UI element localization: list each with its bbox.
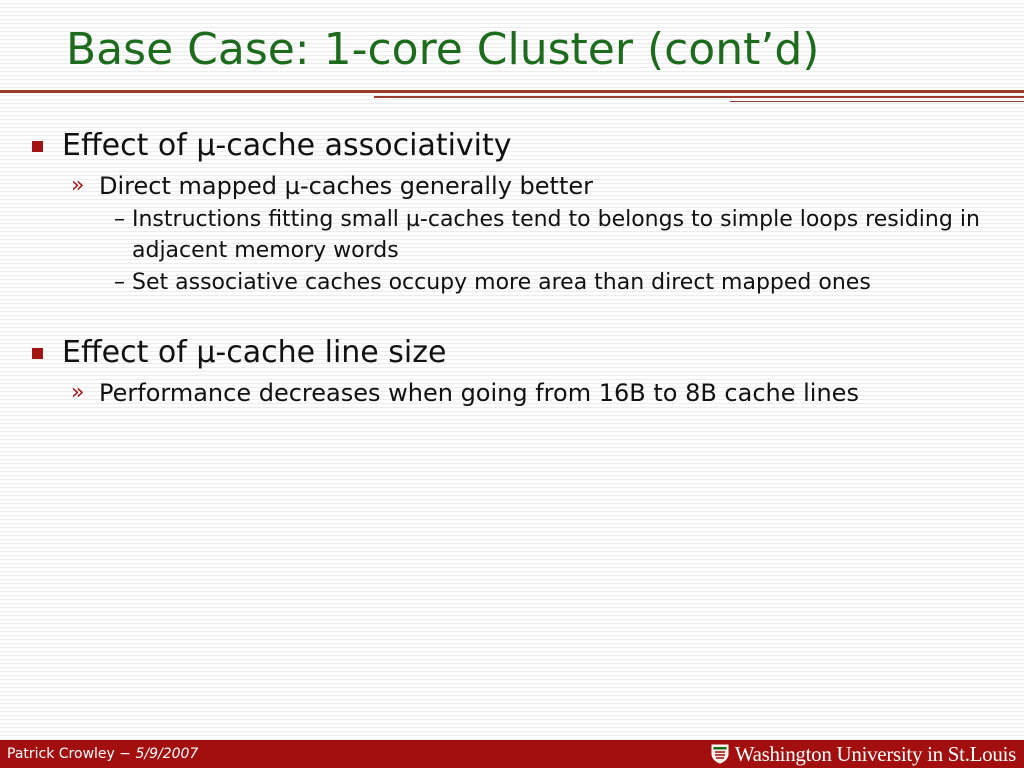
sub-sub-bullet-item: – Set associative caches occupy more are…: [114, 267, 1012, 298]
bullet-text: Effect of µ-cache associativity: [62, 128, 512, 163]
dash-bullet-icon: –: [114, 270, 125, 295]
square-bullet-icon: [32, 141, 43, 152]
chevron-bullet-icon: »: [71, 173, 85, 198]
bullet-text: Effect of µ-cache line size: [62, 335, 447, 370]
university-logo: Washington University in St.Louis: [711, 743, 1016, 765]
title-divider-line: [374, 96, 1024, 98]
chevron-bullet-icon: »: [71, 380, 85, 405]
footer-date: 5/9/2007: [135, 746, 199, 762]
bullet-item: Effect of µ-cache line size: [32, 335, 447, 371]
sub-sub-bullet-text: Instructions fitting small µ-caches tend…: [132, 207, 980, 263]
sub-bullet-item: » Direct mapped µ-caches generally bette…: [71, 169, 979, 203]
slide-title: Base Case: 1-core Cluster (cont’d): [66, 24, 820, 75]
dash-bullet-icon: –: [114, 207, 125, 232]
title-divider-line: [0, 90, 1024, 93]
slide-body: Effect of µ-cache associativity » Direct…: [32, 128, 1012, 410]
sub-sub-bullet-text: Set associative caches occupy more area …: [132, 270, 871, 295]
sub-bullet-text: Performance decreases when going from 16…: [99, 379, 859, 407]
sub-bullet-text: Direct mapped µ-caches generally better: [99, 172, 593, 200]
footer-separator: −: [119, 746, 131, 762]
bullet-item: Effect of µ-cache associativity: [32, 128, 512, 164]
footer-author: Patrick Crowley: [7, 746, 115, 762]
slide-footer: Patrick Crowley − 5/9/2007 Washington Un…: [0, 740, 1024, 768]
square-bullet-icon: [32, 348, 43, 359]
title-divider-line: [730, 101, 1024, 102]
footer-credit: Patrick Crowley − 5/9/2007: [7, 745, 198, 763]
university-shield-icon: [711, 744, 729, 764]
university-name: Washington University in St.Louis: [734, 742, 1017, 766]
sub-sub-bullet-item: – Instructions fitting small µ-caches te…: [114, 204, 1012, 266]
sub-bullet-item: » Performance decreases when going from …: [71, 376, 979, 410]
